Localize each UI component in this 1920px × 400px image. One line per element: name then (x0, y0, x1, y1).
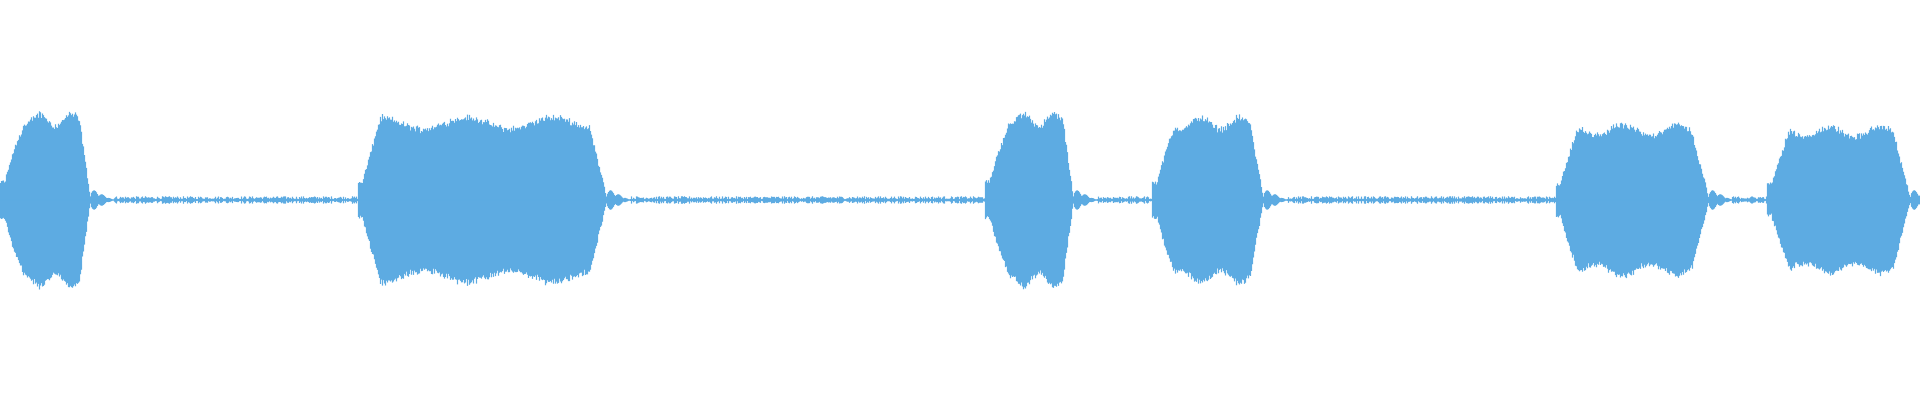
waveform-bars (0, 111, 1920, 290)
